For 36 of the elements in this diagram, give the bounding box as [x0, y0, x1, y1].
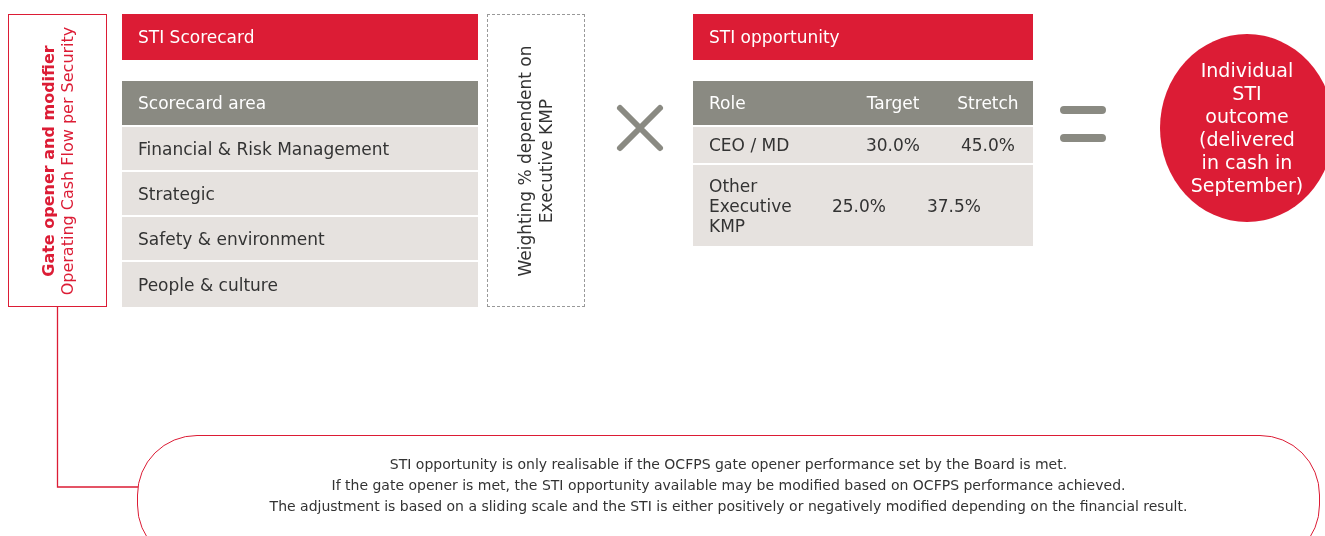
- dashed-box: [487, 14, 585, 307]
- weighting-text: Weighting % dependent on Executive KMP: [515, 45, 556, 276]
- header-bar: [693, 14, 1033, 60]
- gate-box: [8, 14, 107, 307]
- body-text: Operating Cash Flow per Security: [57, 25, 77, 297]
- header-bar: [122, 14, 478, 60]
- heading-text: STI Scorecard: [138, 27, 255, 47]
- cell-text: Financial & Risk Management: [138, 138, 390, 159]
- cell-text: CEO / MD: [709, 135, 791, 155]
- table-row: [693, 165, 1033, 246]
- cell-text: Other Executive KMP: [709, 175, 793, 236]
- table-row: [693, 127, 1033, 163]
- cell-text: People & culture: [138, 274, 278, 295]
- note-box: [137, 435, 1320, 536]
- note-text: The adjustment is based on a sliding scale and the STI is either positively or negatively modified depending on the financial result.: [268, 497, 1189, 516]
- cell-text: 45.0%: [960, 135, 1016, 155]
- cell-text: Strategic: [138, 183, 215, 204]
- table-row: [122, 217, 478, 260]
- outcome-text: Individual STI outcome (delivered in cash in September): [1189, 59, 1305, 197]
- table-row: [122, 127, 478, 170]
- cell-text: 37.5%: [926, 195, 982, 216]
- column-heading: Role: [709, 93, 747, 113]
- table-header-row: [693, 81, 1033, 125]
- column-heading: Target: [865, 93, 921, 113]
- heading-text: Gate opener and modifier: [38, 43, 58, 279]
- column-heading: Scorecard area: [138, 93, 267, 113]
- table-row: [122, 172, 478, 215]
- note-text: STI opportunity is only realisable if the OCFPS gate opener performance set by the Board is met.: [388, 455, 1069, 474]
- cell-text: 30.0%: [865, 135, 921, 155]
- cell-text: 25.0%: [831, 195, 887, 216]
- column-heading: Stretch: [956, 93, 1020, 113]
- table-header-row: [122, 81, 478, 125]
- note-text: If the gate opener is met, the STI opportunity available may be modified based on OCFPS performance achieved.: [330, 476, 1127, 495]
- table-row: [122, 262, 478, 307]
- cell-text: Safety & environment: [138, 228, 325, 249]
- heading-text: STI opportunity: [709, 27, 840, 47]
